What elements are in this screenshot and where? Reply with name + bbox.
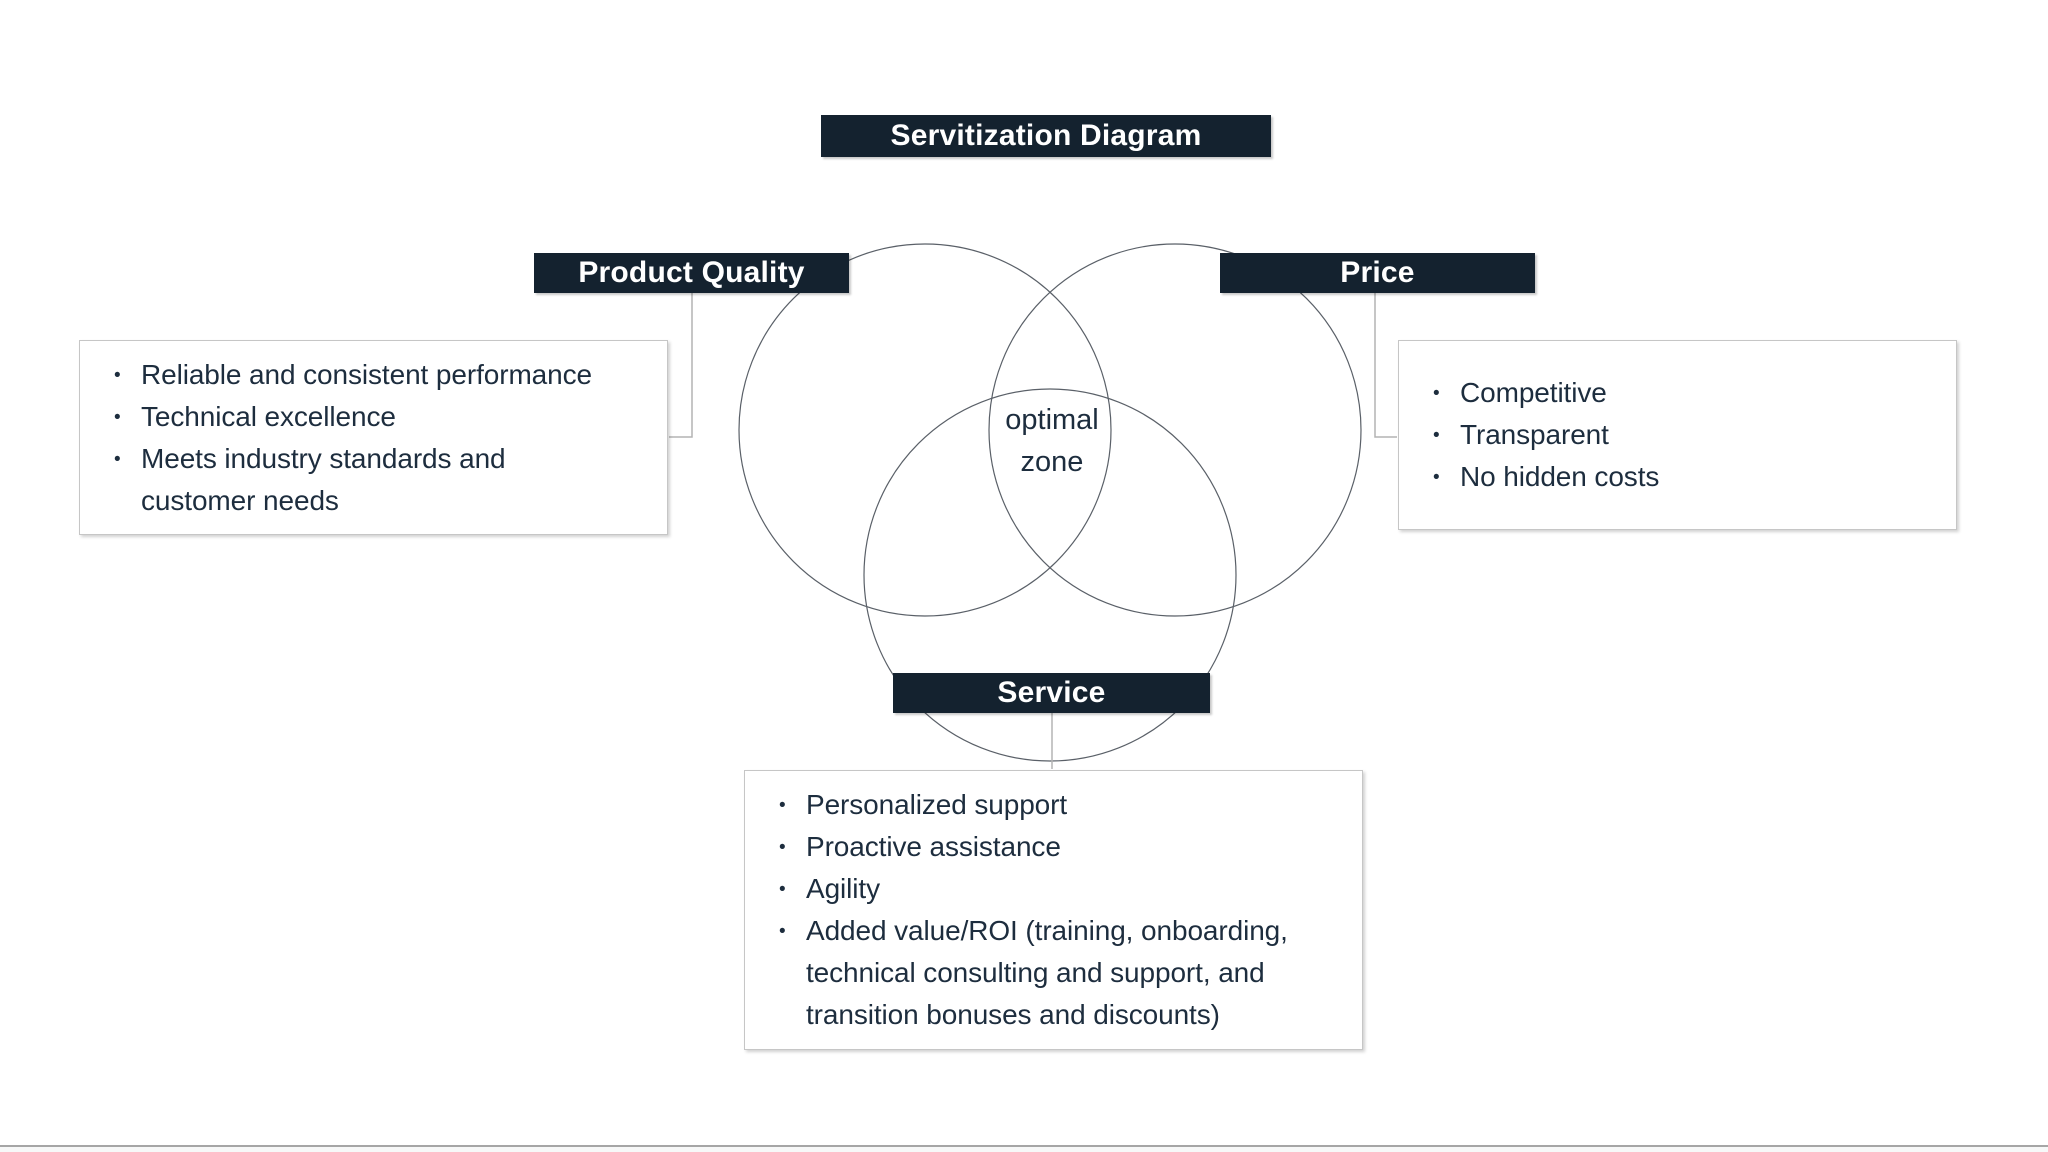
service-label-bar: Service bbox=[893, 673, 1210, 713]
canvas-bottom-strip bbox=[0, 1147, 2048, 1152]
product-quality-note-box: Reliable and consistent performanceTechn… bbox=[79, 340, 668, 535]
price-label-bar: Price bbox=[1220, 253, 1535, 293]
service-note-box: Personalized supportProactive assistance… bbox=[744, 770, 1363, 1050]
price-bullet-list: CompetitiveTransparentNo hidden costs bbox=[1399, 372, 1956, 499]
bullet-item: Transparent bbox=[1433, 414, 1948, 457]
service-bullet-list: Personalized supportProactive assistance… bbox=[745, 784, 1362, 1036]
optimal-zone-label: optimal zone bbox=[1005, 404, 1099, 478]
connector-price bbox=[1374, 293, 1397, 438]
connector-product-quality bbox=[669, 293, 693, 438]
bullet-item: Agility bbox=[779, 868, 1354, 911]
product-quality-bullet-list: Reliable and consistent performanceTechn… bbox=[80, 354, 667, 522]
bullet-item: Meets industry standards and customer ne… bbox=[114, 438, 611, 522]
bullet-item: Proactive assistance bbox=[779, 826, 1354, 869]
price-note-box: CompetitiveTransparentNo hidden costs bbox=[1398, 340, 1957, 530]
diagram-title: Servitization Diagram bbox=[821, 115, 1271, 157]
bullet-item: Technical excellence bbox=[114, 396, 611, 439]
bullet-item: Reliable and consistent performance bbox=[114, 354, 611, 397]
product-quality-label-bar: Product Quality bbox=[534, 253, 849, 293]
bullet-item: Added value/ROI (training, onboarding, t… bbox=[779, 910, 1354, 1036]
bullet-item: Competitive bbox=[1433, 372, 1948, 415]
bullet-item: Personalized support bbox=[779, 784, 1354, 827]
bullet-item: No hidden costs bbox=[1433, 456, 1948, 499]
canvas-bottom-edge bbox=[0, 1145, 2048, 1147]
